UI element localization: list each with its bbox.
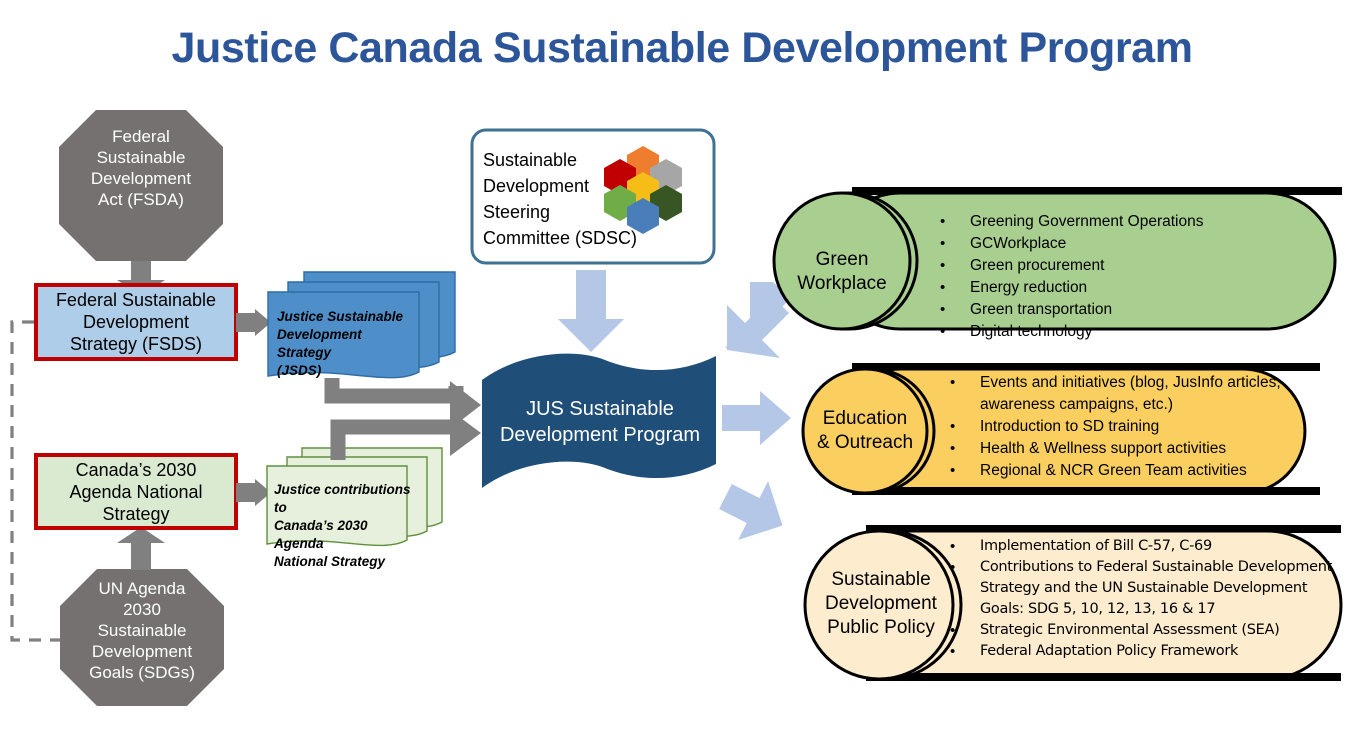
arrow-program-to-education-outreach xyxy=(722,391,791,445)
sdsc-label: Sustainable Development Steering Committ… xyxy=(483,147,638,251)
sdsc-line-4: Committee (SDSC) xyxy=(483,228,638,248)
fsda-line-3: Development xyxy=(90,169,192,188)
sdsc-line-2: Development xyxy=(483,176,590,196)
canada2030-box-label: Canada’s 2030 Agenda National Strategy xyxy=(38,459,234,525)
canada2030-box xyxy=(34,453,238,530)
list-item: Introduction to SD training xyxy=(940,416,1330,438)
un-line-1: UN Agenda xyxy=(98,579,186,598)
fsda-octagon-label: Federal Sustainable Development Act (FSD… xyxy=(59,126,223,210)
contributions-document-stack xyxy=(266,447,443,547)
un-line-2: 2030 xyxy=(123,600,161,619)
un-agenda-octagon xyxy=(60,569,224,706)
jsds-line-2: Development Strategy xyxy=(277,327,362,360)
un-line-3: Sustainable xyxy=(97,621,187,640)
list-item: Health & Wellness support activities xyxy=(940,438,1330,460)
list-item: Strategic Environmental Assessment (SEA) xyxy=(940,620,1340,641)
jsds-document-label: Justice Sustainable Development Strategy… xyxy=(277,308,417,380)
public-policy-title-line-1: Sustainable xyxy=(831,569,931,590)
canada2030-line-2: Agenda National xyxy=(69,482,203,502)
education-outreach-title: Education & Outreach xyxy=(796,407,934,455)
sdsc-line-1: Sustainable xyxy=(483,150,578,170)
contrib-line-1: Justice contributions to xyxy=(274,482,411,515)
arrow-program-to-public-policy xyxy=(719,481,783,540)
public-policy-title-line-3: Public Policy xyxy=(827,617,935,638)
un-agenda-octagon-label: UN Agenda 2030 Sustainable Development G… xyxy=(60,578,224,683)
jsds-document-stack xyxy=(267,271,456,379)
green-workplace-bullets: Greening Government Operations GCWorkpla… xyxy=(930,211,1330,343)
canada2030-line-1: Canada’s 2030 xyxy=(75,460,197,480)
list-item: GCWorkplace xyxy=(930,233,1330,255)
jsds-line-1: Justice Sustainable xyxy=(277,309,404,324)
contrib-line-2: Canada’s 2030 Agenda xyxy=(274,518,368,551)
list-item: Digital technology xyxy=(930,321,1330,343)
list-item: Events and initiatives (blog, JusInfo ar… xyxy=(940,372,1330,416)
contrib-line-3: National Strategy xyxy=(274,554,386,569)
fsda-line-1: Federal xyxy=(112,127,170,146)
fsds-line-2: Development xyxy=(82,312,190,332)
banner-line-2: Development Program xyxy=(499,424,701,446)
fsds-line-1: Federal Sustainable xyxy=(55,290,217,310)
sdsc-line-3: Steering xyxy=(483,202,551,222)
public-policy-bullets: Implementation of Bill C-57, C-69 Contri… xyxy=(940,536,1340,662)
program-banner-shape xyxy=(482,353,716,488)
canada2030-line-3: Strategy xyxy=(102,504,170,524)
arrow-un-to-canada2030 xyxy=(117,527,165,570)
arrow-program-to-green-workplace xyxy=(725,282,790,358)
list-item: Green procurement xyxy=(930,255,1330,277)
list-item: Regional & NCR Green Team activities xyxy=(940,460,1330,482)
arrow-canada2030-to-contributions xyxy=(236,479,271,506)
jsds-line-3: (JSDS) xyxy=(277,363,322,378)
fsda-line-4: Act (FSDA) xyxy=(98,190,184,209)
fsds-line-3: Strategy (FSDS) xyxy=(69,334,203,354)
list-item: Federal Adaptation Policy Framework xyxy=(940,641,1340,662)
green-workplace-title-line-2: Workplace xyxy=(797,273,887,294)
education-outreach-title-line-2: & Outreach xyxy=(816,432,914,453)
contributions-document-label: Justice contributions to Canada’s 2030 A… xyxy=(274,481,414,571)
un-line-5: Goals (SDGs) xyxy=(89,663,195,682)
arrow-contributions-to-program xyxy=(330,410,481,460)
green-workplace-title-line-1: Green xyxy=(815,249,869,270)
page-title: Justice Canada Sustainable Development P… xyxy=(171,24,1193,72)
hexagon-cluster-icon xyxy=(604,146,682,234)
list-item: Energy reduction xyxy=(930,277,1330,299)
fsda-octagon xyxy=(59,110,223,261)
education-outreach-bullets: Events and initiatives (blog, JusInfo ar… xyxy=(940,372,1330,482)
banner-line-1: JUS Sustainable xyxy=(526,398,674,420)
fsds-box-label: Federal Sustainable Development Strategy… xyxy=(38,289,234,355)
public-policy-title-line-2: Development xyxy=(825,593,937,614)
list-item: Implementation of Bill C-57, C-69 xyxy=(940,536,1340,557)
list-item: Contributions to Federal Sustainable Dev… xyxy=(940,557,1340,620)
un-line-4: Development xyxy=(91,642,193,661)
arrow-sdsc-to-program xyxy=(558,270,624,352)
list-item: Green transportation xyxy=(930,299,1330,321)
education-outreach-title-line-1: Education xyxy=(822,408,908,429)
program-banner-label: JUS Sustainable Development Program xyxy=(482,396,718,448)
green-workplace-title: Green Workplace xyxy=(775,248,909,296)
public-policy-title: Sustainable Development Public Policy xyxy=(805,568,957,640)
list-item: Greening Government Operations xyxy=(930,211,1330,233)
arrow-fsds-to-jsds xyxy=(236,309,271,336)
fsda-line-2: Sustainable xyxy=(96,148,186,167)
